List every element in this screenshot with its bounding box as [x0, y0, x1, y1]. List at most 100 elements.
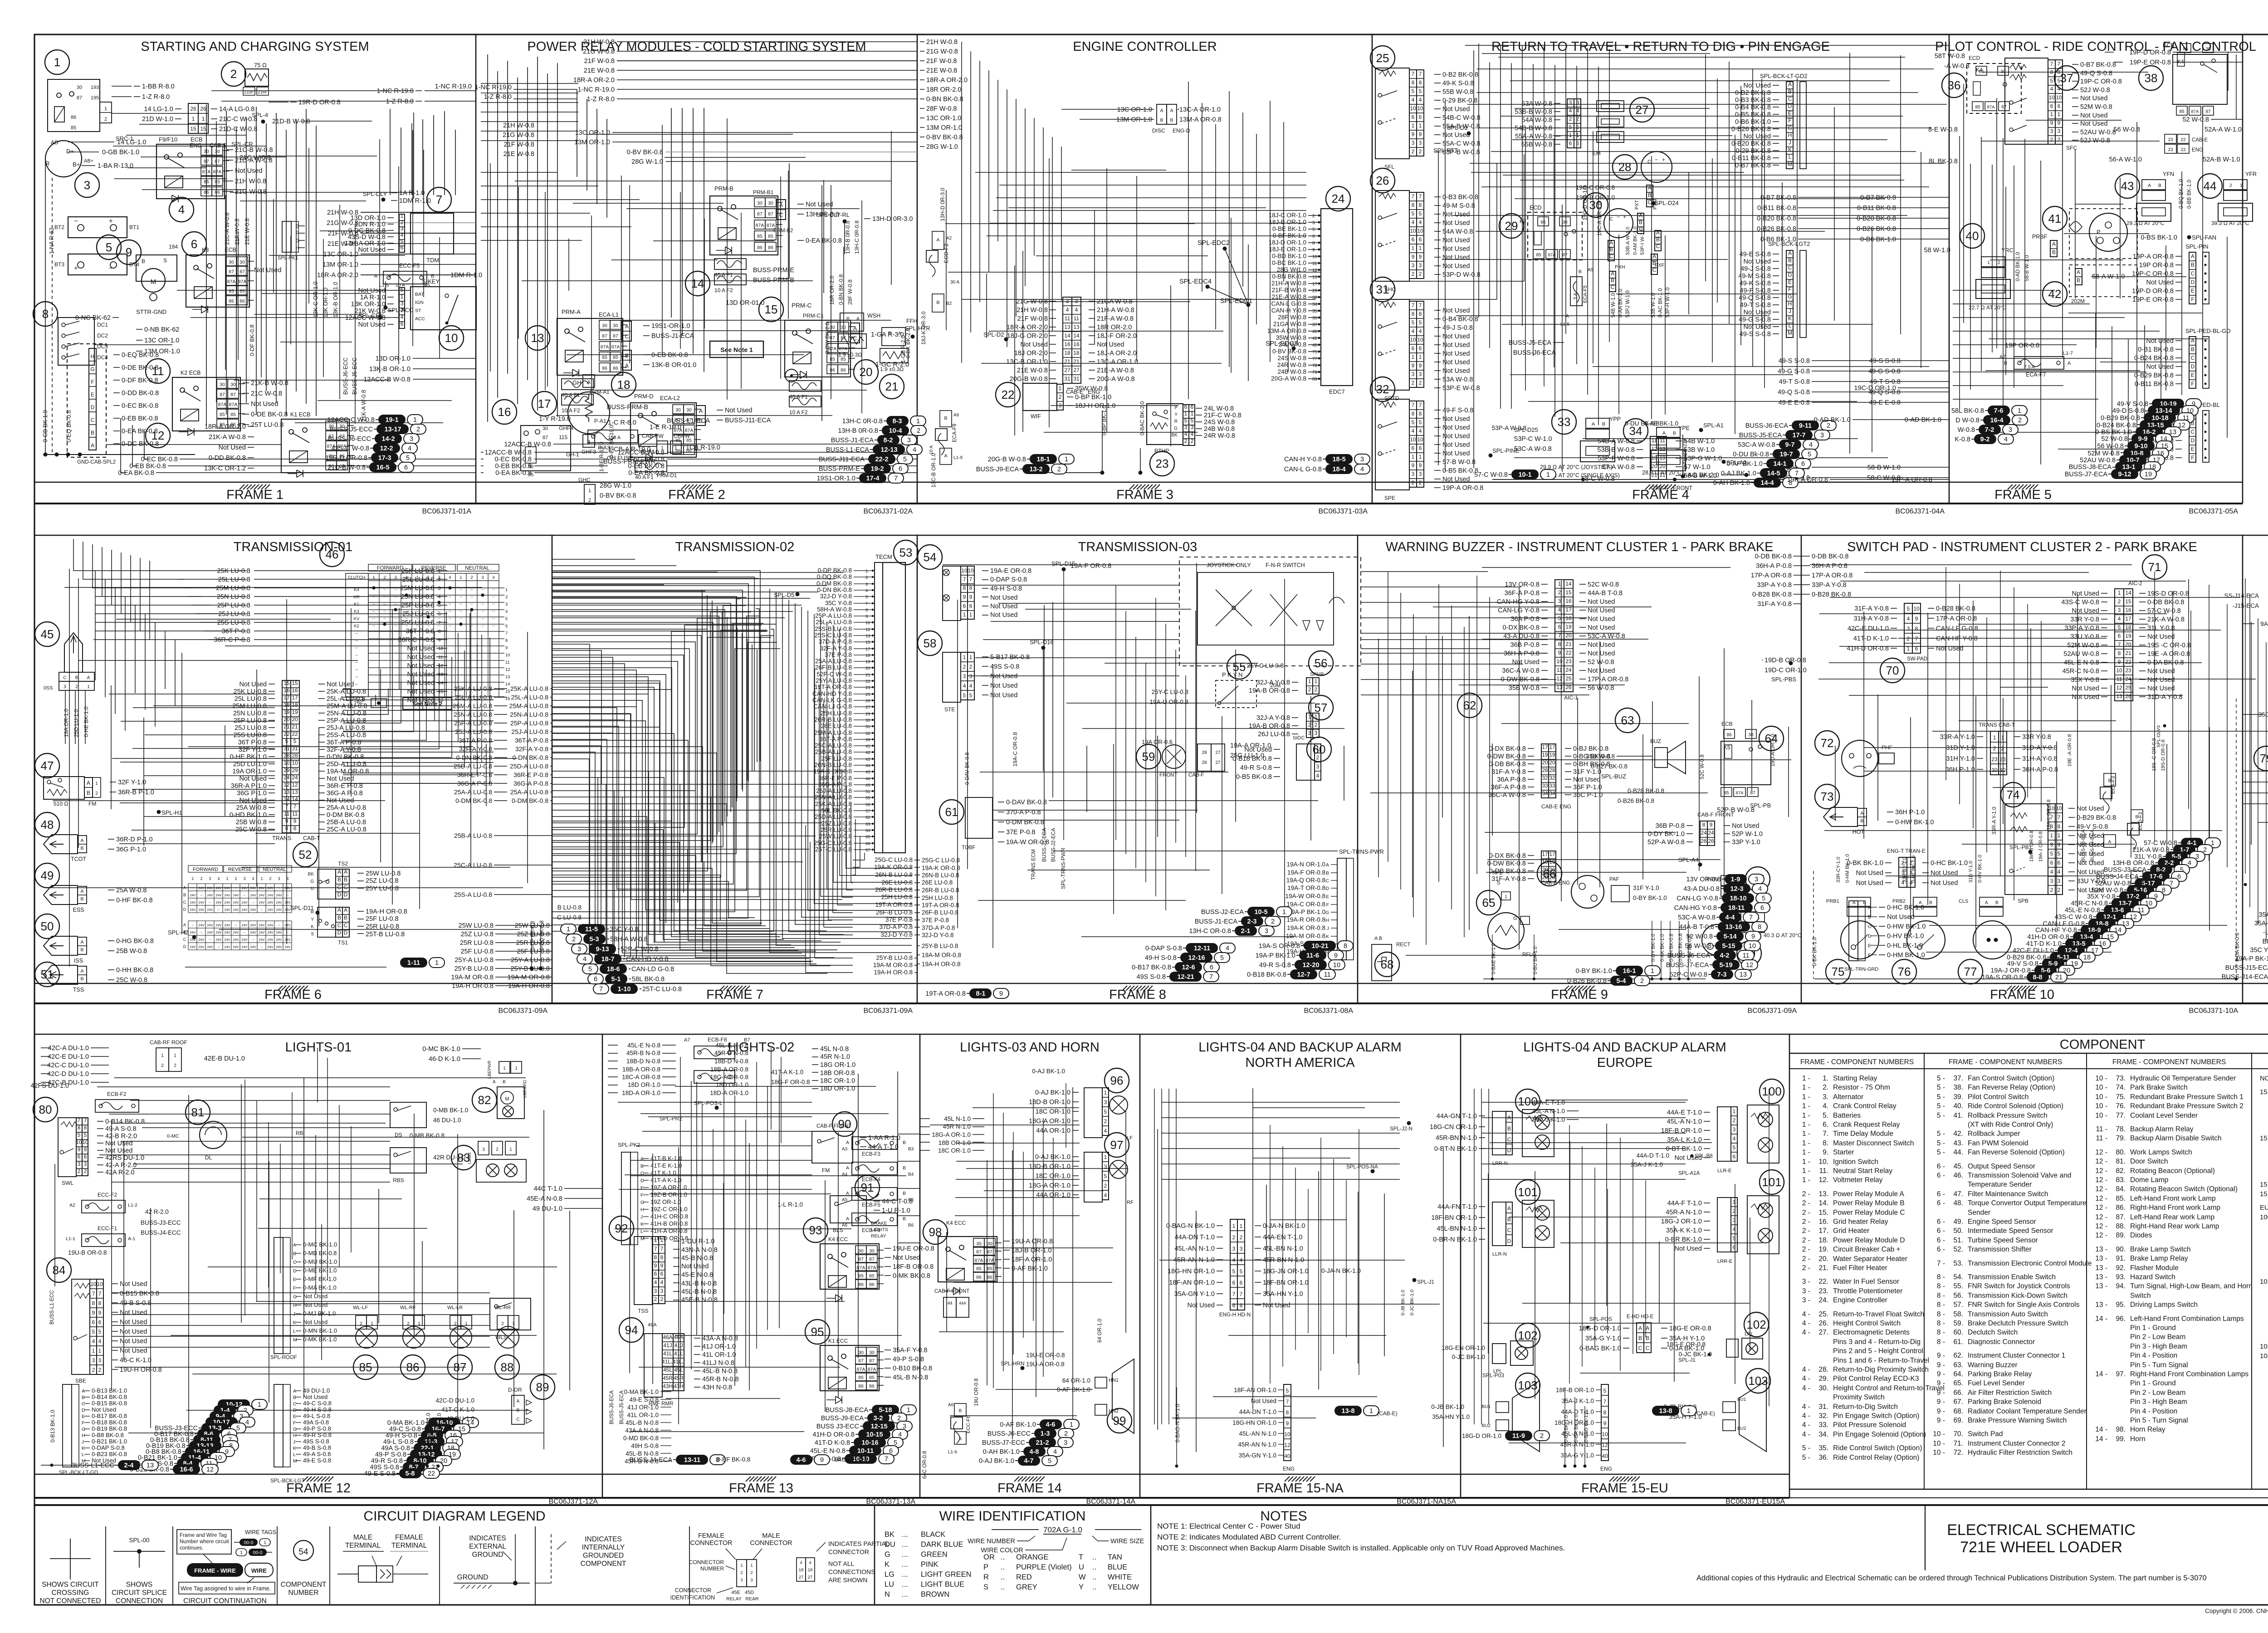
svg-text:FRAME 14: FRAME 14: [997, 1481, 1062, 1496]
svg-text:CROSSING: CROSSING: [52, 1589, 89, 1597]
svg-text:48: 48: [41, 818, 54, 831]
svg-text:Not Used: Not Used: [1442, 424, 1470, 431]
svg-text:CLUTCH: CLUTCH: [348, 575, 366, 580]
svg-text:B: B: [1652, 260, 1656, 266]
svg-text:2: 2: [969, 664, 973, 670]
svg-text:8: 8: [2058, 69, 2061, 75]
svg-text:44A OR-1.0: 44A OR-1.0: [1036, 1127, 1070, 1134]
svg-text:19S-D OR-0.8: 19S-D OR-0.8: [2147, 590, 2189, 597]
svg-text:J: J: [293, 1311, 295, 1317]
svg-text:21G W-0.8: 21G W-0.8: [503, 132, 534, 139]
svg-text:13C OR-1.0: 13C OR-1.0: [144, 337, 179, 344]
svg-text:19A-F OR-0.8: 19A-F OR-0.8: [1070, 562, 1111, 570]
svg-text:87A: 87A: [601, 344, 609, 350]
svg-text:A: A: [80, 889, 83, 894]
svg-text:A: A: [959, 1437, 962, 1442]
svg-text:19P-C OR-0.8: 19P-C OR-0.8: [2080, 78, 2122, 85]
svg-text:49-S S-0.8: 49-S S-0.8: [1740, 331, 1771, 338]
svg-text:--: --: [459, 601, 462, 606]
svg-text:F-N-R SWITCH: F-N-R SWITCH: [1266, 562, 1305, 568]
svg-text:25S-B LU-0.8: 25S-B LU-0.8: [815, 626, 852, 632]
svg-text:52AU W-0.8: 52AU W-0.8: [2063, 650, 2099, 658]
svg-text:41H-D OR-0.8: 41H-D OR-0.8: [2027, 934, 2069, 941]
svg-text:K3: K3: [354, 609, 359, 614]
svg-text:33R Y-0.8: 33R Y-0.8: [2022, 733, 2051, 741]
svg-text:41LJ: 41LJ: [673, 1359, 684, 1365]
svg-text:26F-B LU-0.8: 26F-B LU-0.8: [922, 909, 958, 916]
svg-text:26: 26: [1565, 684, 1572, 690]
svg-text:45R-B N-0.8: 45R-B N-0.8: [702, 1376, 739, 1383]
svg-text:17: 17: [1549, 744, 1555, 750]
svg-text:A5: A5: [1588, 268, 1593, 273]
svg-text:SPL-A3: SPL-A3: [1726, 459, 1747, 466]
svg-text:0-DE BK-0.8: 0-DE BK-0.8: [122, 364, 158, 372]
svg-text:TSS: TSS: [73, 987, 84, 993]
svg-text:85: 85: [204, 179, 209, 185]
svg-text:6: 6: [2058, 103, 2061, 109]
svg-text:C: C: [1648, 199, 1652, 205]
svg-text:49-M S-0.8: 49-M S-0.8: [1442, 202, 1475, 210]
svg-text:Fan Control Switch (Option): Fan Control Switch (Option): [1968, 1075, 2054, 1082]
svg-text:25S-A LU-0.8: 25S-A LU-0.8: [327, 732, 366, 739]
svg-text:9: 9: [92, 1310, 95, 1316]
svg-text:87A: 87A: [229, 402, 238, 407]
svg-text:SPL-RTT: SPL-RTT: [1433, 147, 1458, 154]
svg-text:0-HW BK-1.0: 0-HW BK-1.0: [1895, 819, 1934, 826]
svg-text:24V: 24V: [190, 893, 196, 897]
svg-text:18G-HN OR-1.0: 18G-HN OR-1.0: [1232, 1419, 1276, 1426]
svg-text:24V: 24V: [224, 886, 230, 890]
svg-text:8: 8: [1915, 626, 1918, 632]
svg-text:68.: 68.: [1953, 1408, 1963, 1415]
svg-text:53B-B W-0.8: 53B-B W-0.8: [1515, 108, 1552, 116]
svg-text:E: E: [82, 1414, 85, 1419]
svg-text:45L-B N-0.8: 45L-B N-0.8: [626, 1450, 659, 1457]
svg-text:CAB-F FRONT: CAB-F FRONT: [1697, 812, 1734, 818]
svg-text:42C-E DU-1.0: 42C-E DU-1.0: [2013, 947, 2054, 954]
svg-text:0-AD BK-1.0: 0-AD BK-1.0: [2015, 252, 2021, 281]
svg-text:A: A: [344, 907, 347, 913]
svg-text:E: E: [640, 1185, 644, 1191]
svg-text:4: 4: [1419, 97, 1422, 103]
svg-text:K: K: [640, 1222, 644, 1227]
svg-text:43: 43: [2121, 179, 2134, 193]
svg-text:...: ...: [902, 1590, 908, 1599]
svg-text:52 W-0.8: 52 W-0.8: [1686, 933, 1713, 940]
svg-text:0-MB BK-0.8: 0-MB BK-0.8: [410, 1132, 445, 1139]
svg-text:LIGHTS-03 AND HORN: LIGHTS-03 AND HORN: [960, 1040, 1100, 1055]
svg-text:BUSS-J5-ECC: BUSS-J5-ECC: [352, 357, 358, 395]
svg-text:0-BT BK-1.0: 0-BT BK-1.0: [1564, 1415, 1569, 1442]
svg-text:31H-A Y-0.8: 31H-A Y-0.8: [1854, 615, 1889, 622]
svg-text:5: 5: [1733, 1235, 1736, 1242]
svg-text:85: 85: [869, 1273, 875, 1279]
svg-text:25F LU-0.8: 25F LU-0.8: [517, 948, 550, 955]
svg-text:0-HD BK-1.0: 0-HD BK-1.0: [230, 812, 267, 819]
svg-text:Instrument Cluster Connector 1: Instrument Cluster Connector 1: [1968, 1352, 2065, 1359]
svg-text:18: 18: [799, 1568, 804, 1573]
svg-text:65.: 65.: [1953, 1379, 1963, 1387]
svg-text:3: 3: [78, 1161, 81, 1167]
svg-text:24V: 24V: [259, 900, 264, 905]
svg-text:1: 1: [1369, 1408, 1373, 1415]
svg-text:24V: 24V: [284, 938, 290, 942]
svg-text:6: 6: [1184, 404, 1188, 410]
svg-text:21E W-0.8: 21E W-0.8: [584, 67, 615, 74]
svg-text:58: 58: [924, 636, 937, 650]
svg-text:Not Used: Not Used: [2146, 363, 2174, 371]
svg-text:17P-A OR-0.8: 17P-A OR-0.8: [1936, 615, 1977, 622]
svg-text:55A-A W-0.8: 55A-A W-0.8: [1515, 133, 1552, 140]
svg-text:30: 30: [1562, 220, 1568, 225]
svg-text:18J-K OR-3.0: 18J-K OR-3.0: [920, 311, 927, 345]
svg-text:85: 85: [841, 357, 846, 362]
svg-text:62: 62: [1463, 699, 1476, 712]
svg-text:C: C: [293, 1260, 297, 1265]
svg-text:See Note 2: See Note 2: [412, 700, 442, 707]
svg-text:43N-A N-0.8: 43N-A N-0.8: [681, 1247, 718, 1254]
svg-text:3: 3: [1075, 298, 1078, 304]
svg-text:D: D: [2191, 279, 2195, 285]
svg-text:16.: 16.: [1818, 1218, 1828, 1226]
svg-text:9: 9: [1334, 952, 1338, 959]
svg-text:0-BK BK-1.0: 0-BK BK-1.0: [1812, 937, 1818, 966]
svg-text:FRONT: FRONT: [1159, 772, 1178, 778]
svg-text:Driving Lamps Switch: Driving Lamps Switch: [2130, 1301, 2198, 1309]
svg-text:--: --: [481, 609, 484, 613]
